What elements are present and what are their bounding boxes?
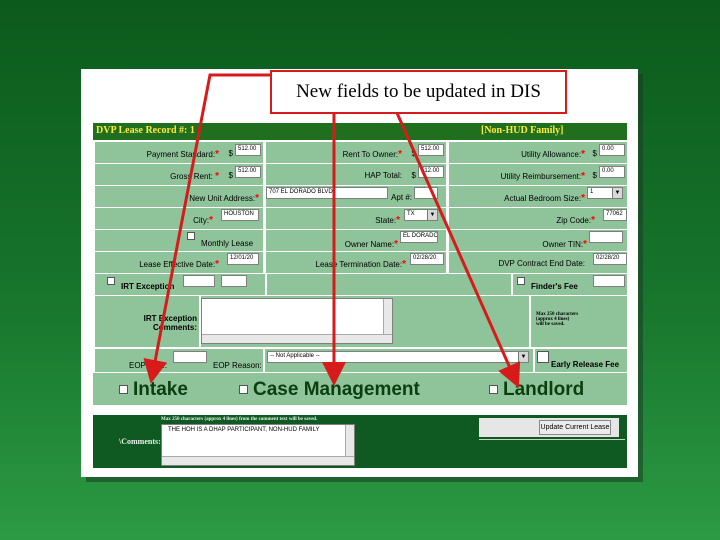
irt-exception-input-1[interactable] bbox=[183, 275, 215, 287]
update-current-lease-button[interactable]: Update Current Lease bbox=[539, 420, 611, 435]
owner-name-input[interactable]: EL DORADO bbox=[400, 231, 438, 243]
hap-total-input[interactable]: 512.00 bbox=[418, 166, 444, 178]
owner-tin-input[interactable] bbox=[589, 231, 623, 243]
finders-fee-checkbox[interactable] bbox=[517, 277, 525, 285]
bedroom-size-value: 1 bbox=[590, 189, 594, 195]
lease-record-title: DVP Lease Record #: 1 bbox=[96, 125, 195, 136]
row-rent-amounts: Payment Standard:* $ 512.00 Rent To Owne… bbox=[93, 142, 627, 163]
zip-code-label: Zip Code:* bbox=[556, 215, 595, 226]
monthly-lease-label: Monthly Lease bbox=[201, 239, 254, 248]
row-irt-finders: IRT Exception Finder's Fee bbox=[93, 274, 627, 295]
new-unit-address-label: New Unit Address:* bbox=[189, 193, 259, 204]
eop-date-input[interactable] bbox=[173, 351, 207, 363]
utility-allowance-input[interactable]: 0.00 bbox=[599, 144, 625, 156]
irt-exception-input-2[interactable] bbox=[221, 275, 247, 287]
utility-allowance-label: Utility Allowance:* bbox=[521, 149, 585, 160]
bedroom-size-select[interactable]: 1 ▼ bbox=[587, 187, 623, 199]
currency-symbol: $ bbox=[411, 149, 416, 158]
horizontal-scrollbar[interactable] bbox=[202, 334, 392, 343]
gross-rent-label: Gross Rent: * bbox=[170, 171, 219, 182]
comments-label: \Comments: bbox=[119, 437, 161, 446]
currency-symbol: $ bbox=[592, 149, 597, 158]
chevron-down-icon[interactable]: ▼ bbox=[612, 188, 622, 198]
payment-standard-input[interactable]: 512.00 bbox=[235, 144, 261, 156]
utility-reimbursement-input[interactable]: 0.00 bbox=[599, 166, 625, 178]
case-management-checkbox[interactable] bbox=[239, 385, 248, 394]
irt-max-characters-note: Max 250 characters(approx 4 lines)will b… bbox=[536, 312, 579, 327]
landlord-checkbox[interactable] bbox=[489, 385, 498, 394]
finders-fee-input[interactable] bbox=[593, 275, 625, 287]
currency-symbol: $ bbox=[411, 171, 416, 180]
early-release-fee-checkbox[interactable] bbox=[537, 351, 549, 363]
owner-name-label: Owner Name:* bbox=[344, 239, 398, 250]
case-management-label: Case Management bbox=[253, 379, 420, 400]
lease-effective-date-label: Lease Effective Date:* bbox=[139, 259, 219, 270]
eop-date-label: EOP Date: bbox=[129, 361, 168, 370]
currency-symbol: $ bbox=[228, 149, 233, 158]
state-select[interactable]: TX ▼ bbox=[404, 209, 438, 221]
state-value: TX bbox=[407, 211, 415, 217]
finders-fee-label: Finder's Fee bbox=[531, 282, 578, 291]
irt-exception-label: IRT Exception bbox=[121, 282, 175, 291]
comments-max-note: Max 250 characters (approx 4 lines) from… bbox=[161, 417, 318, 422]
dvp-contract-end-date-input[interactable]: 02/28/20 bbox=[593, 253, 627, 265]
divider bbox=[479, 439, 625, 440]
annotation-callout: New fields to be updated in DIS bbox=[270, 70, 567, 114]
city-label: City:* bbox=[193, 215, 213, 226]
comments-section: Max 250 characters (approx 4 lines) from… bbox=[93, 415, 627, 468]
intake-checkbox[interactable] bbox=[119, 385, 128, 394]
rent-to-owner-label: Rent To Owner:* bbox=[342, 149, 402, 160]
zip-code-input[interactable]: 77062 bbox=[603, 209, 627, 221]
landlord-label: Landlord bbox=[503, 379, 585, 400]
vertical-scrollbar[interactable] bbox=[345, 425, 354, 465]
early-release-fee-label: Early Release Fee bbox=[551, 360, 620, 369]
gross-rent-input[interactable]: 512.00 bbox=[235, 166, 261, 178]
hap-total-label: HAP Total: bbox=[364, 171, 402, 180]
chevron-down-icon[interactable]: ▼ bbox=[427, 210, 437, 220]
eop-reason-value: -- Not Applicable -- bbox=[270, 353, 320, 359]
horizontal-scrollbar[interactable] bbox=[162, 456, 354, 465]
row-city-state-zip: City:* HOUSTON State:* TX ▼ Zip Code:* 7… bbox=[93, 208, 627, 229]
eop-reason-label: EOP Reason: bbox=[213, 361, 262, 370]
owner-tin-label: Owner TIN:* bbox=[542, 239, 587, 250]
payment-standard-label: Payment Standard:* bbox=[146, 149, 219, 160]
row-owner: Monthly Lease Owner Name:* EL DORADO Own… bbox=[93, 230, 627, 251]
row-lease-dates: Lease Effective Date:* 12/01/20 Lease Te… bbox=[93, 252, 627, 273]
row-record-type bbox=[93, 373, 627, 405]
new-unit-address-input[interactable]: 707 EL DORADO BLVD bbox=[266, 187, 388, 199]
monthly-lease-checkbox[interactable] bbox=[187, 232, 195, 240]
form-header: DVP Lease Record #: 1 [Non-HUD Family] bbox=[93, 123, 627, 140]
apt-input[interactable] bbox=[414, 187, 438, 199]
bedroom-size-label: Actual Bedroom Size:* bbox=[504, 193, 585, 204]
apt-label: Apt #: bbox=[391, 193, 412, 202]
comments-text: THE HOH IS A DHAP PARTICIPANT, NON-HUD F… bbox=[168, 427, 320, 433]
city-input[interactable]: HOUSTON bbox=[221, 209, 259, 221]
intake-label: Intake bbox=[133, 379, 188, 400]
row-rent-totals: Gross Rent: * $ 512.00 HAP Total: $ 512.… bbox=[93, 164, 627, 185]
row-eop: EOP Date: EOP Reason: -- Not Applicable … bbox=[93, 349, 627, 372]
comments-textarea[interactable]: THE HOH IS A DHAP PARTICIPANT, NON-HUD F… bbox=[161, 424, 355, 466]
rent-to-owner-input[interactable]: 512.00 bbox=[418, 144, 444, 156]
state-label: State:* bbox=[375, 215, 400, 226]
vertical-scrollbar[interactable] bbox=[383, 299, 392, 343]
utility-reimbursement-label: Utility Reimbursement:* bbox=[500, 171, 585, 182]
eop-reason-select[interactable]: -- Not Applicable -- ▼ bbox=[267, 351, 529, 363]
dvp-contract-end-date-label: DVP Contract End Date: bbox=[498, 259, 585, 268]
family-type-label: [Non-HUD Family] bbox=[481, 125, 564, 136]
lease-termination-date-label: Lease Termination Date:* bbox=[315, 259, 406, 270]
chevron-down-icon[interactable]: ▼ bbox=[518, 352, 528, 362]
currency-symbol: $ bbox=[592, 171, 597, 180]
irt-comments-textarea[interactable] bbox=[201, 298, 393, 344]
currency-symbol: $ bbox=[228, 171, 233, 180]
row-address: New Unit Address:* 707 EL DORADO BLVD Ap… bbox=[93, 186, 627, 207]
dvp-lease-form: DVP Lease Record #: 1 [Non-HUD Family] P… bbox=[93, 123, 627, 468]
lease-termination-date-input[interactable]: 02/28/20 bbox=[410, 253, 444, 265]
lease-effective-date-input[interactable]: 12/01/20 bbox=[227, 253, 259, 265]
irt-exception-checkbox[interactable] bbox=[107, 277, 115, 285]
